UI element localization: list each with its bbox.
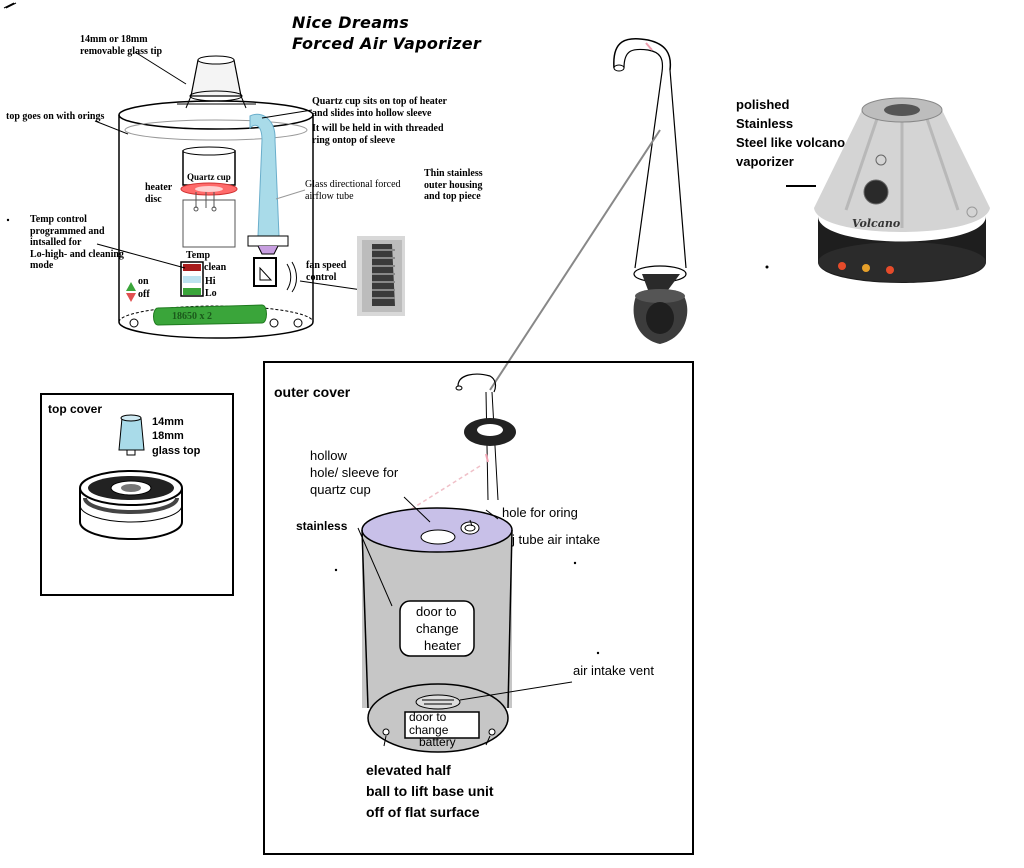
oring-hole-label: hole for oring (502, 505, 578, 520)
quartz-cup-note: Quartz cup sits on top of heater and sli… (312, 96, 447, 146)
temp-clean-bar (183, 264, 201, 271)
diagram-title-line-2: Forced Air Vaporizer (292, 34, 482, 53)
glass-tip-label: 14mm or 18mm removable glass tip (80, 34, 163, 57)
outer-cover-box (263, 361, 694, 855)
half-ball-label: elevated half ball to lift base unit off… (366, 762, 494, 820)
stainless-label: stainless (296, 519, 348, 533)
temp-label: Temp (186, 250, 211, 261)
j-tube-whip (489, 37, 688, 391)
hollow-sleeve-label: hollow hole/ sleeve for quartz cup (310, 448, 399, 497)
fan-speed-dial-photo (357, 236, 405, 316)
outer-cover-drawing (334, 373, 600, 753)
volcano-brand: Volcano (852, 217, 901, 230)
temp-lo-label: Lo (205, 288, 217, 299)
volcano-label: polished Stainless Steel like volcano va… (736, 97, 846, 169)
top-cover-drawing (79, 414, 183, 540)
airflow-tube-label: Glass directional forced airflow tube (305, 179, 401, 202)
outer-cover-title: outer cover (274, 384, 351, 400)
fan-speed-label: fan speed control (306, 260, 347, 283)
airflow-tube (249, 113, 280, 237)
volcano-dial (863, 179, 889, 205)
diagram-title-line-1: Nice Dreams (292, 13, 410, 32)
top-orings-label: top goes on with orings (6, 111, 105, 122)
top-cover-box (40, 393, 234, 596)
off-arrow (126, 293, 136, 302)
temp-lo-bar (183, 288, 201, 295)
heater-disc-label: heater disc (145, 182, 173, 205)
top-cover-title: top cover (48, 402, 103, 416)
on-arrow (126, 282, 136, 291)
quartz-cup-label: Quartz cup (187, 172, 231, 182)
volcano-photo (786, 97, 990, 283)
door-battery-label: door to change battery (409, 710, 456, 750)
on-label: on (138, 276, 149, 287)
off-label: off (138, 289, 150, 300)
j-tube-label: j tube air intake (512, 532, 601, 547)
main-device (94, 51, 363, 339)
outer-housing-label: Thin stainless outer housing and top pie… (424, 168, 483, 202)
door-heater-label: door to change heater (416, 604, 461, 653)
temp-hi-bar (183, 276, 201, 283)
temp-hi-label: Hi (205, 276, 216, 287)
temp-clean-label: clean (204, 262, 227, 273)
temp-control-label: Temp control programmed and intsalled fo… (30, 214, 124, 271)
battery (153, 304, 267, 326)
battery-label: 18650 x 2 (172, 311, 212, 322)
top-cover-sizes: 14mm 18mm glass top (152, 416, 201, 457)
air-intake-label: air intake vent (573, 663, 654, 678)
